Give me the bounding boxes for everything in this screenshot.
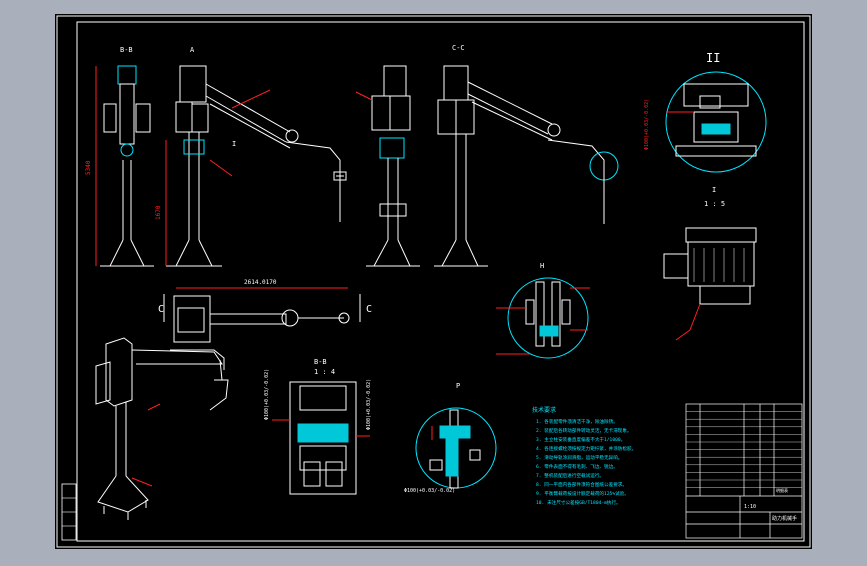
tolerance-ii: Φ100(+0.03/-0.02) [644, 99, 650, 150]
detail-i: I 1 : 5 [663, 186, 757, 341]
note-line: 2. 装配后各转动部件转动灵活，无卡滞现象。 [536, 427, 632, 434]
note-line: 10. 未注尺寸公差按GB/T1804-m执行。 [536, 499, 621, 506]
parts-header: 明细表 [776, 487, 788, 493]
tolerance-lower: Φ100(+0.03/-0.02) [366, 379, 372, 430]
bom-rows [686, 411, 802, 488]
note-line: 4. 各连接螺栓须按规定力矩拧紧，并涂防松胶。 [536, 445, 636, 452]
side-view-label: B-B [120, 46, 133, 54]
detail-h: H [496, 262, 590, 359]
section-cc-label: C-C [452, 44, 465, 52]
note-line: 9. 平衡臂载荷按设计额定载荷的125%试验。 [536, 490, 629, 497]
front-view-label: A [190, 46, 195, 54]
plan-dimension: 2614.0170 [244, 279, 277, 286]
detail-p-label: P [456, 382, 460, 390]
drawing-sheet [55, 14, 812, 549]
detail-i-label: I [712, 186, 716, 194]
note-line: 8. 同一平面内各部件须符合图纸公差要求。 [536, 481, 627, 488]
notes-title: 技术要求 [532, 406, 556, 414]
note-line: 3. 主立柱安装垂直度偏差不大于1/1000。 [536, 436, 625, 443]
isometric-view [95, 337, 229, 520]
drawing-name: 助力机械手 [772, 515, 797, 522]
detail-i-scale: 1 : 5 [704, 200, 725, 208]
detail-p: P Φ100(+0.03/-0.02) [404, 382, 497, 494]
detail-ii: II Φ100(+0.03/-0.02) [644, 51, 767, 173]
plan-mark-right: C [366, 304, 372, 315]
plan-mark-left: C [158, 304, 164, 315]
section-cc-view: C-C [434, 44, 619, 267]
front-view-mark: I [232, 140, 236, 148]
section-bb: B-B 1 : 4 Φ100(+0.03/-0.02) Φ100(+0.03/-… [264, 358, 372, 495]
detail-h-label: H [540, 262, 544, 270]
title-block [685, 403, 803, 539]
plan-view: C C 2614.0170 [158, 279, 372, 343]
section-bb-label: B-B [314, 358, 327, 366]
sheet-scale: 1:10 [744, 504, 756, 510]
outer-frame [56, 15, 811, 548]
note-line: 7. 整机装配后进行空载试运行。 [536, 472, 604, 479]
detail-ii-label: II [706, 51, 720, 65]
height-dim-mid: 1670 [155, 205, 162, 220]
tolerance-p: Φ100(+0.03/-0.02) [404, 488, 455, 494]
note-line: 1. 各装配零件须清洁干净，除油除锈。 [536, 418, 618, 425]
tolerance-upper: Φ100(+0.03/-0.02) [264, 369, 270, 420]
front-view: A 1670 I [155, 46, 347, 267]
technical-notes: 技术要求 1. 各装配零件须清洁干净，除油除锈。 2. 装配后各转动部件转动灵活… [532, 406, 636, 506]
height-dim-left: 5340 [85, 160, 92, 175]
side-view: B-B 5340 [85, 46, 154, 267]
note-line: 5. 滑动导轨涂润滑脂，运动平稳无异响。 [536, 454, 622, 461]
middle-view [355, 65, 420, 267]
section-bb-scale: 1 : 4 [314, 368, 335, 376]
note-line: 6. 零件表面不得有毛刺、飞边、锐边。 [536, 463, 618, 470]
inner-frame [76, 21, 805, 542]
